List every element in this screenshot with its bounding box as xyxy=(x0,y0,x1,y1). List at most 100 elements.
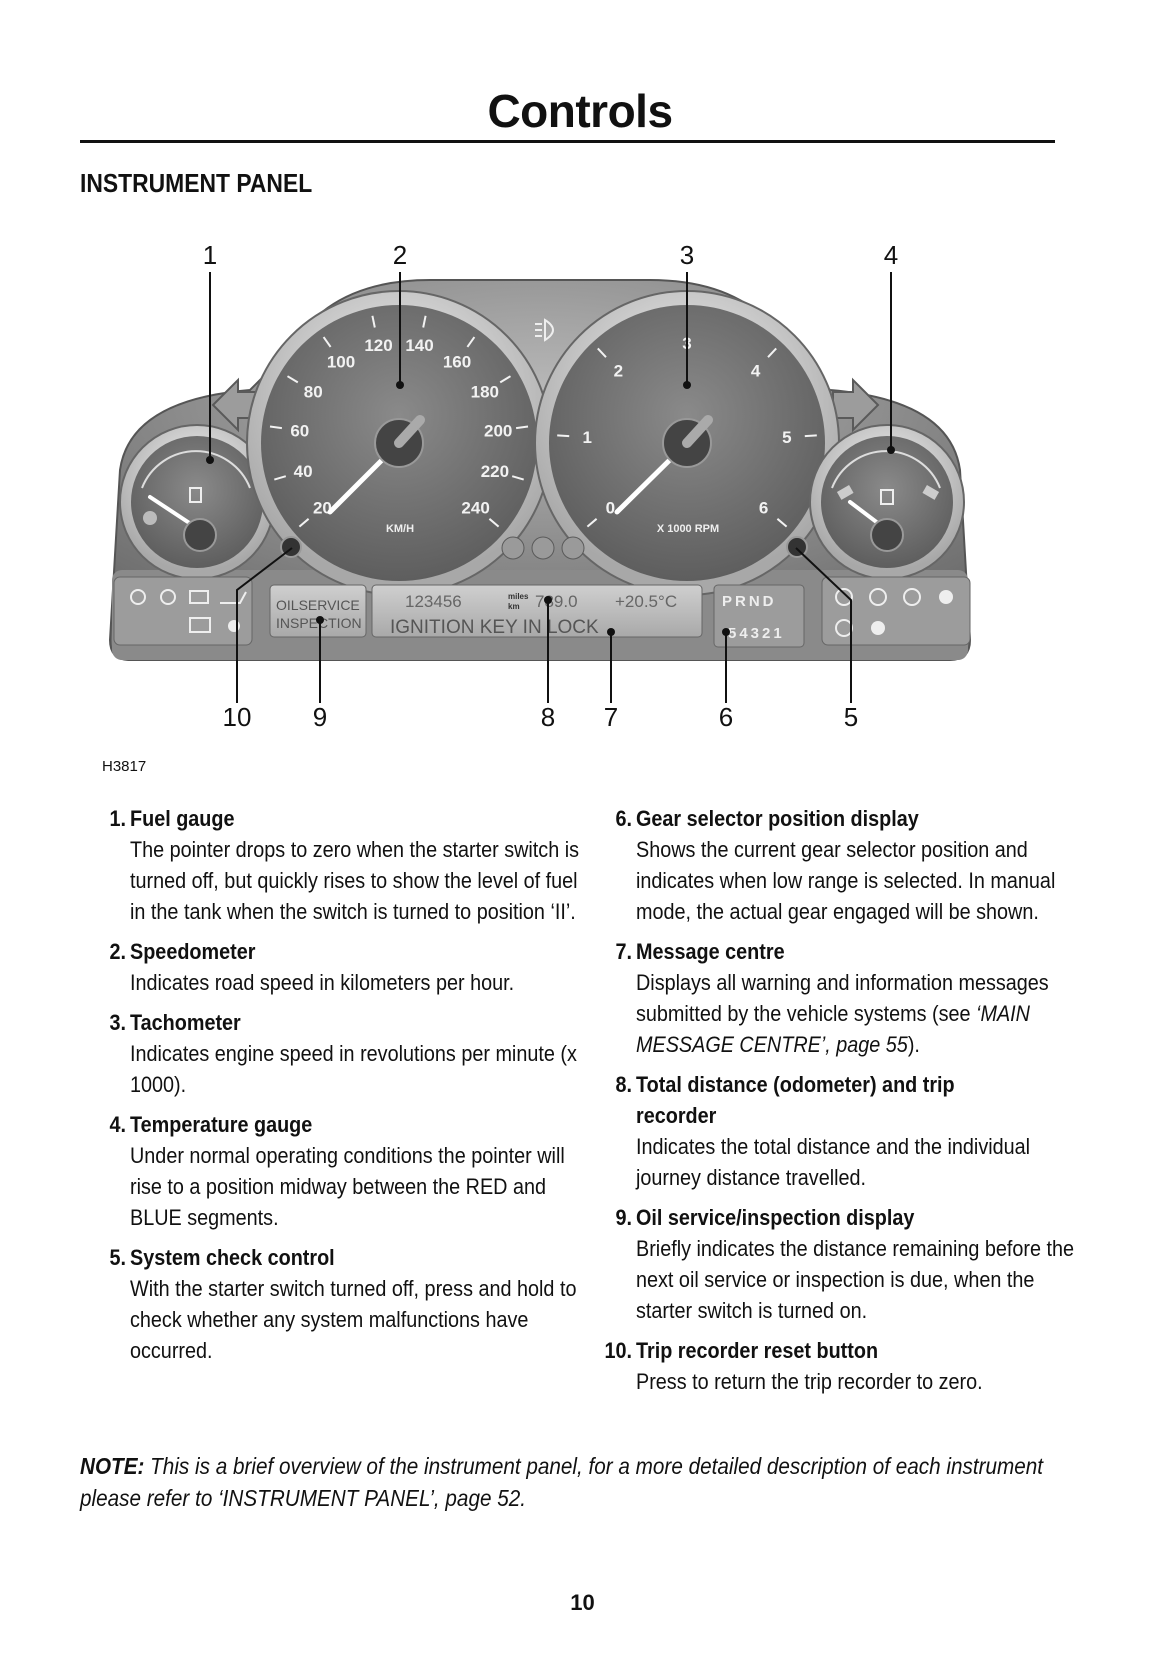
speed-tick-mark xyxy=(515,425,529,430)
item-heading: Trip recorder reset button xyxy=(636,1338,879,1363)
fog-light-icon xyxy=(130,589,146,605)
item-number: 10. xyxy=(604,1338,632,1363)
rpm-tick-mark xyxy=(767,347,777,358)
message-text: IGNITION KEY IN LOCK xyxy=(390,617,599,638)
gear-selector-display xyxy=(713,584,805,648)
speed-tick-label: 80 xyxy=(304,383,323,402)
tachometer-unit: X 1000 RPM xyxy=(657,523,719,535)
item-heading: Temperature gauge xyxy=(130,1112,313,1137)
hill-descent-icon xyxy=(561,536,585,560)
speedometer-unit: KM/H xyxy=(386,523,414,535)
speed-tick-label: 240 xyxy=(461,498,489,517)
rpm-tick-mark xyxy=(597,347,607,358)
list-item: 3. Tachometer Indicates engine speed in … xyxy=(92,1007,576,1100)
item-number: 3. xyxy=(109,1010,126,1035)
callout-6: 6 xyxy=(719,702,733,732)
list-item: 1. Fuel gauge The pointer drops to zero … xyxy=(92,803,579,927)
page-number: 10 xyxy=(570,1590,595,1615)
item-number: 1. xyxy=(109,806,126,831)
callout-4: 4 xyxy=(884,240,898,270)
fuel-pump-icon xyxy=(189,487,202,503)
rpm-tick-label: 4 xyxy=(751,361,761,380)
rpm-tick-mark xyxy=(776,518,788,528)
coolant-temp-icon xyxy=(880,489,894,505)
speed-tick-label: 40 xyxy=(294,462,313,481)
speed-tick-mark xyxy=(488,518,500,528)
speed-tick-label: 20 xyxy=(313,498,332,517)
item-number: 4. xyxy=(109,1112,126,1137)
list-item: 6. Gear selector position display Shows … xyxy=(598,803,1068,927)
rpm-tick-mark xyxy=(804,434,817,438)
callout-7: 7 xyxy=(604,702,618,732)
list-item: 10. Trip recorder reset button Press to … xyxy=(598,1335,1068,1397)
item-number: 2. xyxy=(109,939,126,964)
trip-value: 789.0 xyxy=(535,592,578,611)
battery-icon xyxy=(189,590,209,604)
list-item: 8. Total distance (odometer) and trip re… xyxy=(598,1069,1068,1193)
item-number: 9. xyxy=(615,1205,632,1230)
item-number: 6. xyxy=(615,806,632,831)
item-heading: System check control xyxy=(130,1245,335,1270)
callout-1: 1 xyxy=(203,240,217,270)
speed-tick-label: 200 xyxy=(484,421,512,440)
speed-tick-label: 220 xyxy=(481,462,509,481)
note: NOTE: This is a brief overview of the in… xyxy=(80,1450,1070,1514)
speed-tick-label: 120 xyxy=(364,336,392,355)
item-number: 8. xyxy=(615,1072,632,1097)
figure-code: H3817 xyxy=(102,758,147,775)
speed-tick-mark xyxy=(274,475,287,481)
item-text-after: ). xyxy=(907,1032,920,1057)
item-text: Indicates road speed in kilometers per h… xyxy=(130,970,515,995)
rpm-tick-label: 6 xyxy=(759,498,768,517)
speed-tick-label: 180 xyxy=(471,383,499,402)
rpm-tick-label: 2 xyxy=(614,361,623,380)
speed-tick-mark xyxy=(269,425,283,430)
oil-service-line1: OILSERVICE xyxy=(276,597,360,613)
speed-tick-label: 160 xyxy=(443,353,471,372)
list-item: 9. Oil service/inspection display Briefl… xyxy=(598,1202,1074,1326)
speed-tick-mark xyxy=(286,375,299,384)
rear-fog-icon xyxy=(160,589,176,605)
gear-numbers: 54321 xyxy=(728,625,785,642)
callout-2: 2 xyxy=(393,240,407,270)
headlight-icon xyxy=(535,318,554,342)
item-number: 7. xyxy=(615,939,632,964)
callout-8: 8 xyxy=(541,702,555,732)
seatbelt-icon xyxy=(871,621,885,635)
brake-icon xyxy=(228,620,240,632)
list-item: 2. Speedometer Indicates road speed in k… xyxy=(92,936,562,998)
list-item: 7. Message centre Displays all warning a… xyxy=(598,936,1068,1060)
gear-selector-prnd: PRND xyxy=(722,593,777,610)
item-text-before: Displays all warning and information mes… xyxy=(636,970,1049,1026)
item-heading: Fuel gauge xyxy=(130,806,235,831)
speed-tick-label: 100 xyxy=(327,353,355,372)
item-text: Under normal operating conditions the po… xyxy=(130,1143,565,1230)
speed-tick-label: 60 xyxy=(290,421,309,440)
item-text: Press to return the trip recorder to zer… xyxy=(636,1369,983,1394)
cross-reference-link[interactable]: ‘MAIN MESSAGE CENTRE’, page 55 xyxy=(636,1001,1030,1057)
item-heading: Speedometer xyxy=(130,939,256,964)
page-title: Controls xyxy=(487,85,673,137)
callout-5: 5 xyxy=(844,702,858,732)
item-text: Displays all warning and information mes… xyxy=(636,967,1086,1060)
hazard-icon xyxy=(531,536,555,560)
abs-icon xyxy=(903,588,921,606)
item-text: Indicates the total distance and the ind… xyxy=(636,1134,1031,1190)
item-heading: Oil service/inspection display xyxy=(636,1205,915,1230)
callout-9: 9 xyxy=(313,702,327,732)
item-heading: Gear selector position display xyxy=(636,806,919,831)
oil-service-display xyxy=(269,584,367,638)
list-item: 5. System check control With the starter… xyxy=(92,1242,576,1366)
items-left-column: 1. Fuel gauge The pointer drops to zero … xyxy=(92,803,579,1375)
speed-tick-mark xyxy=(499,375,512,384)
units-km: km xyxy=(508,602,520,611)
title-rule xyxy=(80,140,1055,143)
note-text: This is a brief overview of the instrume… xyxy=(80,1453,1043,1511)
odometer-value: 123456 xyxy=(405,592,462,611)
glow-plug-icon xyxy=(501,536,525,560)
system-check-button[interactable] xyxy=(786,536,808,558)
item-number: 5. xyxy=(109,1245,126,1270)
airbag-icon xyxy=(939,590,953,604)
oil-can-icon xyxy=(220,591,247,604)
